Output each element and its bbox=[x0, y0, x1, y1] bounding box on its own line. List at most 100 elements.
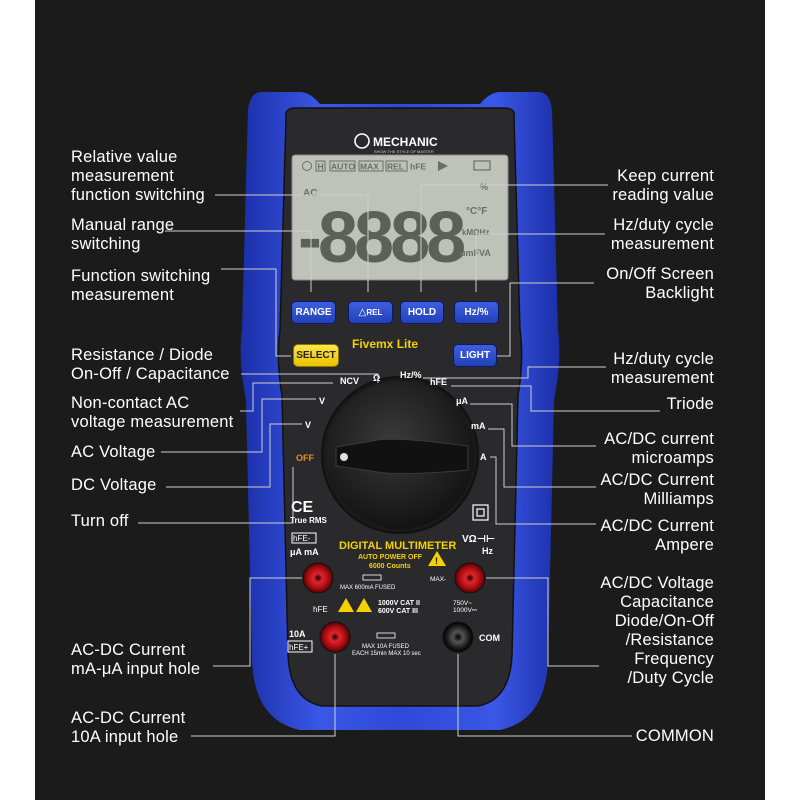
hfe-mid: hFE bbox=[313, 605, 328, 614]
leader-vac bbox=[161, 398, 316, 453]
max-minus: MAX- bbox=[430, 576, 446, 583]
model-name: Fivemx Lite bbox=[352, 337, 418, 351]
com-label: COM bbox=[479, 633, 500, 643]
leader-hold bbox=[420, 184, 608, 292]
leader-select bbox=[221, 268, 291, 357]
dial-ohm: Ω bbox=[373, 373, 380, 383]
leader-ua bbox=[470, 403, 596, 447]
svg-text:kMΩHz: kMΩHz bbox=[462, 228, 489, 237]
svg-text:REL: REL bbox=[387, 162, 404, 172]
dial-a: A bbox=[480, 452, 487, 462]
range-button[interactable]: RANGE bbox=[291, 301, 336, 324]
leader-a bbox=[490, 456, 596, 525]
svg-text:%: % bbox=[480, 182, 488, 192]
fuse-icon bbox=[362, 574, 382, 581]
svg-text:H: H bbox=[318, 162, 324, 172]
leader-hz bbox=[475, 233, 605, 292]
auto-power-off: AUTO POWER OFF bbox=[358, 554, 423, 561]
leader-off bbox=[138, 467, 294, 524]
hz-duty-button[interactable]: Hz/% bbox=[454, 301, 499, 324]
warning-icon bbox=[428, 551, 446, 566]
leader-rel bbox=[215, 194, 369, 292]
light-button[interactable]: LIGHT bbox=[453, 344, 497, 367]
svg-text:!: ! bbox=[435, 556, 438, 566]
diode-icon bbox=[438, 161, 448, 171]
lcd-indicators bbox=[302, 160, 408, 172]
double-insulation-icon bbox=[472, 504, 489, 521]
leader-vohm-hole bbox=[486, 577, 599, 667]
jack-10a bbox=[319, 621, 351, 653]
leader-ohm bbox=[241, 373, 379, 383]
brand-tagline: SHOW THE STYLE OF MASTER bbox=[374, 149, 434, 154]
svg-text:hFE: hFE bbox=[410, 162, 426, 172]
leader-hzdial bbox=[423, 366, 606, 379]
delta-icon: △ bbox=[358, 307, 367, 318]
v-ohm-label: VΩ⊣⊢ bbox=[462, 534, 495, 545]
hold-button[interactable]: HOLD bbox=[400, 301, 444, 324]
jack-v-ohm bbox=[454, 562, 486, 594]
callout-dc-voltage: DC Voltage bbox=[71, 476, 157, 494]
battery-icon bbox=[473, 160, 491, 171]
lcd-left-dc: DC bbox=[303, 238, 317, 249]
callout-ac-voltage: AC Voltage bbox=[71, 443, 156, 461]
ce-mark: CE bbox=[291, 499, 314, 516]
ua-ma-label: μA mA bbox=[290, 547, 319, 557]
svg-text:AUTO: AUTO bbox=[331, 162, 355, 172]
lcd-screen bbox=[291, 154, 509, 281]
callout-turn-off: Turn off bbox=[71, 512, 129, 530]
dial-v-ac: V bbox=[319, 396, 325, 406]
dial-pointer-dot bbox=[340, 453, 348, 461]
voltage-rating: 750V~1000V⎓ bbox=[453, 600, 477, 614]
true-rms: True RMS bbox=[290, 516, 328, 525]
callout-triode: Triode bbox=[666, 395, 714, 413]
leader-ncv bbox=[240, 382, 333, 412]
select-button[interactable]: SELECT bbox=[293, 344, 339, 367]
leader-triode bbox=[451, 385, 660, 412]
dial-off: OFF bbox=[296, 453, 314, 463]
counts: 6000 Counts bbox=[369, 563, 411, 570]
dial-hfe: hFE bbox=[430, 377, 447, 387]
leader-com bbox=[457, 654, 632, 737]
leader-10a-hole bbox=[191, 654, 336, 737]
dial-pointer bbox=[335, 438, 469, 475]
dial-ma: mA bbox=[471, 421, 486, 431]
jack-com bbox=[442, 621, 474, 653]
hfe-minus: hFE- bbox=[293, 534, 311, 543]
callout-common: COMMON bbox=[635, 727, 714, 745]
dial-ncv: NCV bbox=[340, 376, 359, 386]
fuse-ma: MAX 600mA FUSED bbox=[340, 585, 396, 591]
ten-a-label: 10A bbox=[289, 629, 306, 639]
jack-ma-ua bbox=[302, 562, 334, 594]
brand-name: MECHANIC bbox=[373, 135, 438, 149]
hz-small-label: Hz bbox=[482, 546, 493, 556]
brand-logo-icon bbox=[354, 133, 370, 149]
lcd-left-ac: AC bbox=[303, 188, 317, 199]
leader-ma bbox=[488, 428, 596, 488]
leader-vdc bbox=[166, 423, 302, 488]
dial-hz: Hz/% bbox=[400, 370, 422, 380]
svg-text:MAX: MAX bbox=[360, 162, 379, 172]
dial-ua: μA bbox=[456, 396, 469, 406]
lcd-digits: -8888 bbox=[298, 198, 464, 278]
rel-button[interactable]: △REL bbox=[348, 301, 393, 324]
leader-light bbox=[497, 282, 594, 357]
